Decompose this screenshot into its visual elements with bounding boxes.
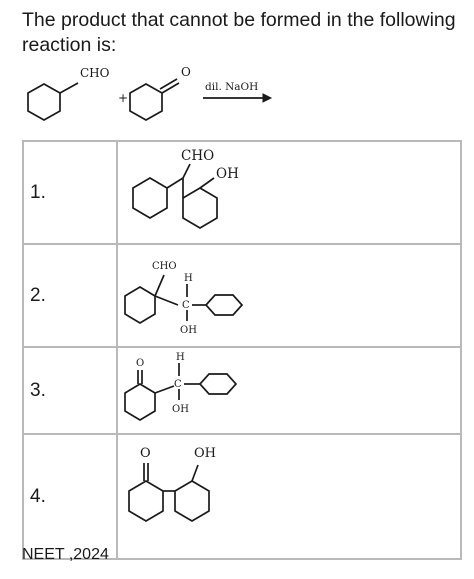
reactant2-group-label: O <box>181 65 191 79</box>
option-row-3[interactable]: 3. O H C OH <box>22 346 462 435</box>
reagent-label: dil. NaOH <box>205 81 258 93</box>
option-1-label-cho: CHO <box>181 148 214 164</box>
option-number: 3. <box>22 346 118 435</box>
reaction-scheme: CHO + O dil. NaOH <box>27 65 273 121</box>
plus-sign: + <box>118 91 128 105</box>
option-4-structure: O OH <box>128 446 216 522</box>
option-number: 2. <box>22 243 118 348</box>
option-3-label-c: C <box>174 379 182 390</box>
option-2-structure: CHO H C OH <box>124 261 244 336</box>
option-row-2[interactable]: 2. CHO H C OH <box>22 243 462 348</box>
question-text: The product that cannot be formed in the… <box>22 9 456 56</box>
option-2-label-c: C <box>182 300 190 311</box>
option-number: 1. <box>22 140 118 245</box>
option-row-4[interactable]: 4. O OH <box>22 433 462 560</box>
cyclohexanone-ring <box>129 83 163 121</box>
option-4-label-o: O <box>140 446 151 461</box>
cyclohexane-ring-1 <box>27 83 61 121</box>
option-1-label-oh: OH <box>216 166 239 182</box>
option-4-label-oh: OH <box>194 446 216 461</box>
reactant1-group-label: CHO <box>80 66 110 80</box>
exam-source: NEET ,2024 <box>22 546 109 563</box>
option-row-1[interactable]: 1. CHO OH <box>22 140 462 245</box>
options-table: 1. CHO OH 2. CHO H <box>22 140 462 560</box>
option-1-structure: CHO OH <box>132 148 239 229</box>
option-3-structure: O H C OH <box>124 352 238 421</box>
option-number: 4. <box>22 433 118 560</box>
option-3-label-h: H <box>176 352 185 363</box>
option-2-label-h: H <box>184 273 193 284</box>
option-2-label-oh: OH <box>180 325 197 336</box>
option-3-label-o: O <box>136 358 144 369</box>
option-2-label-cho: CHO <box>152 261 177 272</box>
reaction-arrow-head <box>262 93 273 103</box>
option-3-label-oh: OH <box>172 404 189 415</box>
